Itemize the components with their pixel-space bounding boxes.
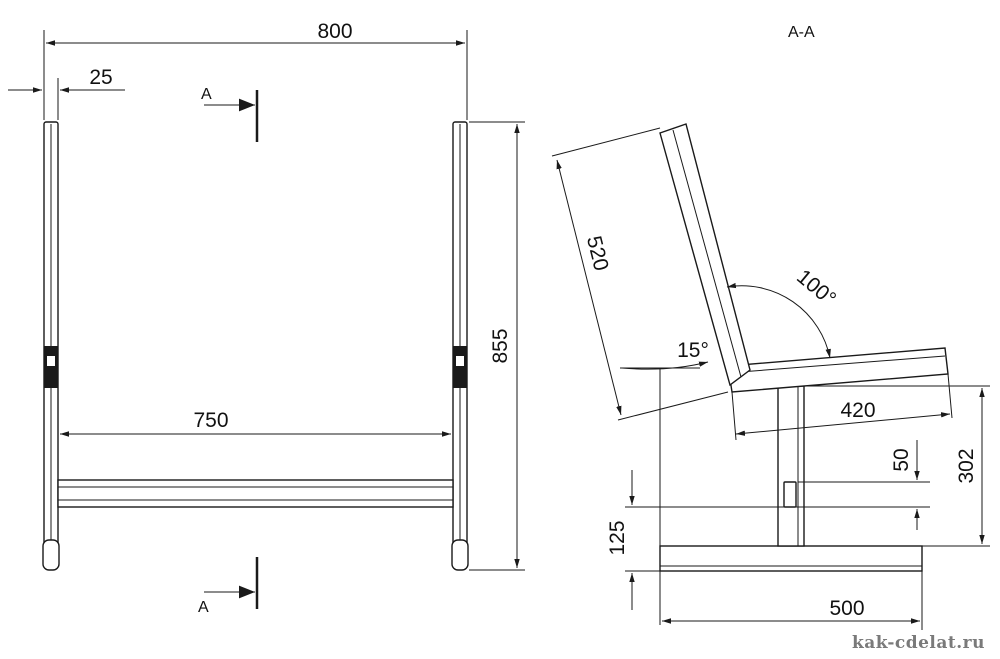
section-letter-top: A	[201, 86, 212, 103]
dim-750-label: 750	[193, 409, 228, 432]
dimension-seat-height: 302	[806, 385, 990, 547]
section-view: A-A 520 1	[551, 24, 990, 630]
right-post	[451, 121, 469, 571]
dimension-base-height: 125	[606, 470, 660, 610]
dimension-inner-width: 750	[60, 409, 451, 437]
watermark: kak-cdelat.ru	[852, 633, 985, 653]
dimension-post-width: 25	[8, 66, 125, 120]
dimension-recline-angle: 15°	[620, 339, 709, 625]
dim-50-label: 50	[890, 448, 913, 471]
dim-500-label: 500	[829, 597, 864, 620]
cross-bar	[57, 479, 454, 508]
dimension-bracket-offset: 50	[625, 440, 930, 530]
section-marker-top: A	[201, 86, 259, 142]
left-post	[42, 121, 60, 571]
dim-520-label: 520	[582, 234, 613, 274]
dimension-seat-depth: 420	[731, 373, 953, 441]
dim-855-label: 855	[489, 328, 512, 363]
section-letter-bottom: A	[198, 599, 209, 616]
angle-100-label: 100°	[792, 265, 840, 311]
dim-25-label: 25	[89, 66, 112, 89]
dim-125-label: 125	[606, 520, 629, 555]
vertical-support	[777, 385, 805, 547]
angle-15-label: 15°	[677, 339, 709, 362]
seat-frame	[727, 347, 949, 393]
dimension-base-depth: 500	[662, 571, 923, 630]
dim-420-label: 420	[840, 399, 875, 422]
dimension-overall-width: 800	[43, 20, 468, 120]
section-title: A-A	[788, 24, 815, 41]
base-plate	[659, 545, 923, 572]
dim-800-label: 800	[317, 20, 352, 43]
dimension-height: 855	[469, 121, 525, 571]
dim-302-label: 302	[955, 448, 978, 483]
front-view: 800 25 750 855 A	[8, 20, 525, 616]
section-marker-bottom: A	[198, 557, 259, 616]
